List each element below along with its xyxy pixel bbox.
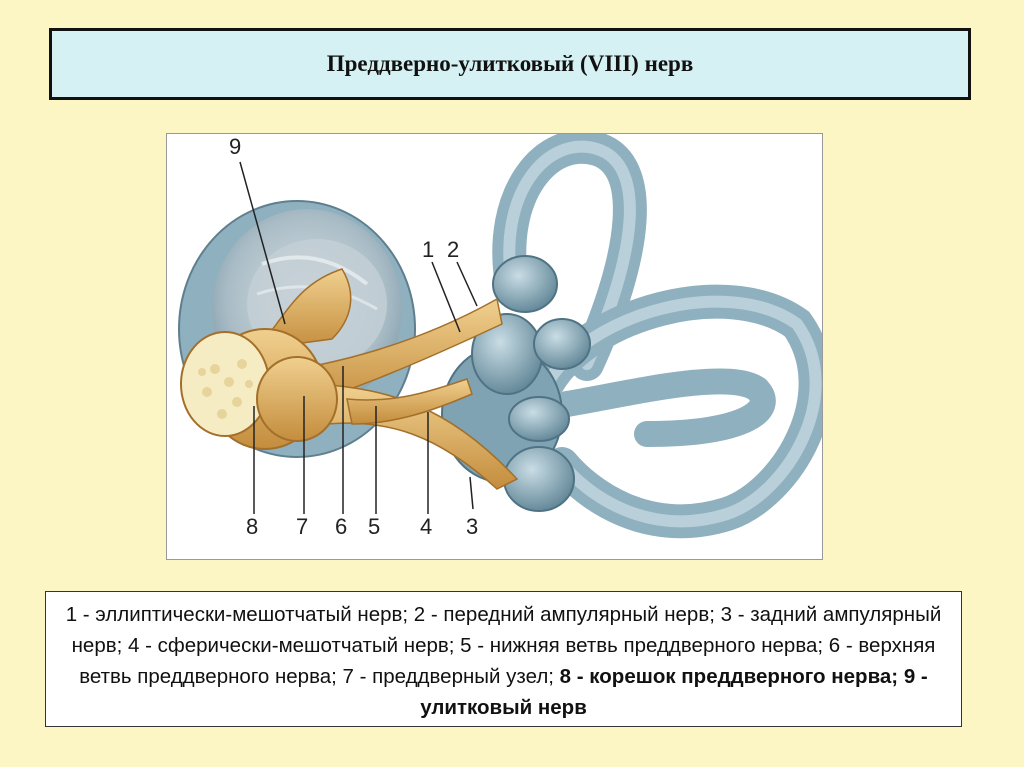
label-3: 3 <box>466 514 478 539</box>
label-4: 4 <box>420 514 432 539</box>
page-title: Преддверно-улитковый (VIII) нерв <box>326 51 694 76</box>
label-1: 1 <box>422 237 434 262</box>
legend-caption: 1 - эллиптически-мешотчатый нерв; 2 - пе… <box>45 591 962 727</box>
legend-text: 1 - эллиптически-мешотчатый нерв; 2 - пе… <box>65 603 942 688</box>
label-7: 7 <box>296 514 308 539</box>
label-9: 9 <box>229 134 241 159</box>
ampullae <box>471 255 591 512</box>
semicircular-canals <box>492 134 822 539</box>
inner-ear-drawing: 9 1 2 8 7 6 5 4 3 <box>178 134 822 539</box>
label-8: 8 <box>246 514 258 539</box>
label-2: 2 <box>447 237 459 262</box>
label-6: 6 <box>335 514 347 539</box>
leader-lines <box>239 161 478 514</box>
label-5: 5 <box>368 514 380 539</box>
nerve-trunk-stumps <box>180 328 338 450</box>
title-box: Преддверно-улитковый (VIII) нерв <box>49 28 971 100</box>
anatomy-illustration: 9 1 2 8 7 6 5 4 3 <box>166 133 823 560</box>
legend-text-bold: 8 - корешок преддверного нерва; 9 - улит… <box>420 665 928 719</box>
